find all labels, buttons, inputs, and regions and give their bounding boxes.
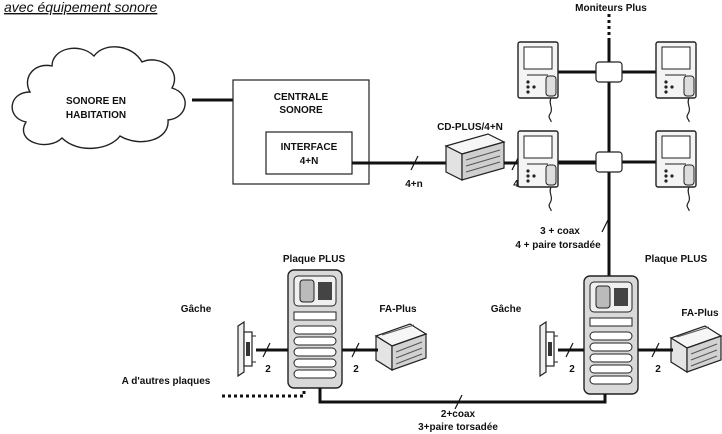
monitor-icon — [517, 41, 559, 123]
wire-count-tick — [410, 155, 419, 171]
wire-count-tick — [262, 342, 271, 358]
wire-label-4n: 4+n — [405, 179, 423, 190]
plates-bus-line — [318, 388, 607, 404]
interface-label-line2: 4+N — [300, 156, 319, 167]
riser-label-line1: 3 + coax — [540, 226, 580, 237]
monitors-label: Moniteurs Plus — [575, 3, 647, 14]
gache-left-label: Gâche — [181, 304, 212, 315]
fa-right-label: FA-Plus — [681, 308, 719, 319]
wire-label-2c: 2 — [569, 364, 575, 375]
wire-label-2d: 2 — [655, 364, 661, 375]
cloud-label-line1: SONORE EN — [66, 96, 126, 107]
wire-count-tick — [601, 217, 610, 233]
junction-box-middle — [595, 151, 623, 173]
monitor-icon — [655, 130, 697, 212]
wire-count-tick — [351, 342, 360, 358]
cloud-shape — [11, 46, 186, 150]
cloud-label-line2: HABITATION — [66, 110, 126, 121]
monitor-icon — [655, 41, 697, 123]
other-plates-line — [222, 388, 306, 398]
wire-count-tick — [454, 394, 463, 410]
entrance-plate-left — [287, 269, 343, 389]
power-supply-icon — [670, 325, 722, 373]
junction-box-top — [595, 61, 623, 83]
wire-count-tick — [651, 342, 660, 358]
monitor-icon — [517, 130, 559, 212]
wire-label-2b: 2 — [353, 364, 359, 375]
bus-label-line2: 3+paire torsadée — [418, 422, 498, 433]
gache-right-label: Gâche — [491, 304, 522, 315]
interface-label-line1: INTERFACE — [281, 142, 338, 153]
plate-left-label: Plaque PLUS — [283, 254, 346, 265]
power-supply-icon — [375, 323, 427, 371]
central-label-line1: CENTRALE — [274, 92, 329, 103]
interface-box — [265, 131, 353, 175]
wire-label-4: 4 — [513, 179, 519, 190]
plate-right-label: Plaque PLUS — [645, 254, 708, 265]
bus-label-line1: 2+coax — [441, 409, 476, 420]
central-label-line2: SONORE — [279, 105, 323, 116]
cd-plus-label: CD-PLUS/4+N — [437, 122, 503, 133]
wire-count-tick — [565, 342, 574, 358]
wire-label-2a: 2 — [265, 364, 271, 375]
entrance-plate-right — [583, 275, 639, 395]
cd-plus-distributor — [444, 133, 506, 181]
door-lock-icon — [539, 321, 559, 377]
diagram-title: avec équipement sonore — [4, 0, 158, 15]
other-plates-label: A d'autres plaques — [122, 376, 211, 387]
riser-label-line2: 4 + paire torsadée — [515, 240, 601, 251]
fa-left-label: FA-Plus — [379, 304, 417, 315]
door-lock-icon — [237, 321, 257, 377]
